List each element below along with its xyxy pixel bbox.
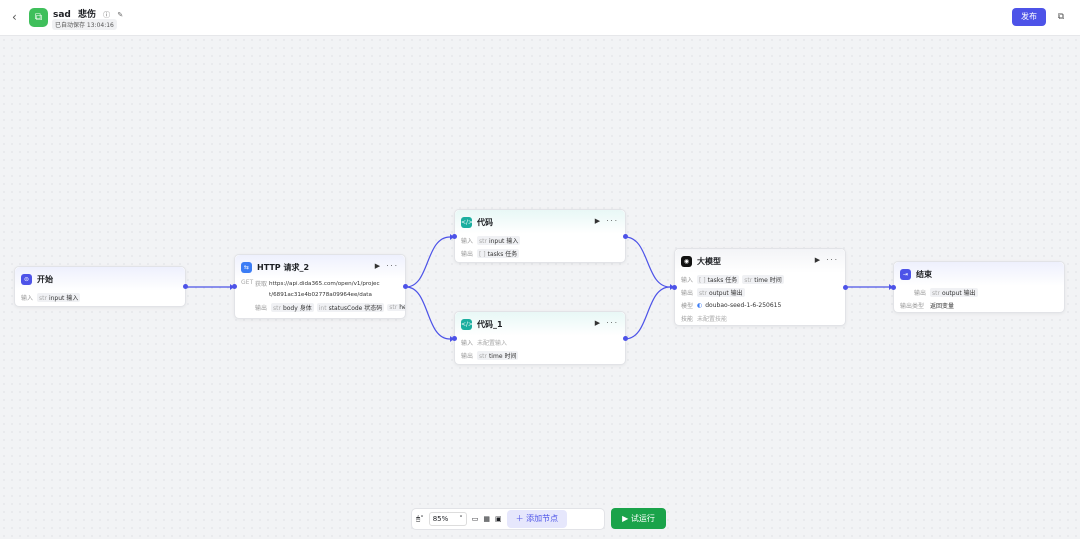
node-title: 大模型 bbox=[697, 256, 721, 266]
comment-icon[interactable]: ▭ bbox=[471, 515, 479, 523]
label: 输出 bbox=[254, 305, 267, 312]
add-node-button[interactable]: ＋ 添加节点 bbox=[506, 510, 568, 528]
var-tag: [ ]tasks 任务 bbox=[477, 249, 520, 258]
play-icon: ▶ bbox=[622, 514, 631, 523]
input-port[interactable] bbox=[891, 284, 896, 290]
output-port[interactable] bbox=[623, 233, 628, 239]
node-title: HTTP 请求_2 bbox=[257, 262, 310, 272]
http-icon: ⇆ bbox=[241, 261, 252, 273]
input-port[interactable] bbox=[452, 335, 457, 341]
node-title: 代码_1 bbox=[477, 319, 503, 329]
copy-icon[interactable]: ⧉ bbox=[1057, 12, 1065, 22]
header: ‹ ⧉ sad 悲伤 ⓘ ✎ 已自动保存 13:04:16 发布 ⧉ bbox=[0, 0, 1080, 36]
label: 输出 bbox=[913, 290, 926, 297]
output-port[interactable] bbox=[623, 335, 628, 341]
plus-icon: ＋ bbox=[515, 514, 527, 523]
zoom-value: 85% bbox=[432, 515, 449, 523]
chevron-down-icon: ˅ bbox=[459, 515, 463, 523]
node-actions[interactable]: ▶ ··· bbox=[374, 262, 399, 270]
output-port[interactable] bbox=[403, 284, 408, 289]
saved-status: 已自动保存 13:04:16 bbox=[52, 19, 117, 30]
app-name: sad bbox=[53, 10, 71, 20]
var-tag: [ ]tasks 任务 bbox=[697, 275, 740, 284]
code-icon: </> bbox=[461, 318, 474, 330]
app-desc: 悲伤 bbox=[78, 10, 97, 20]
info-icon[interactable]: ⓘ bbox=[103, 11, 111, 19]
method: GET bbox=[241, 279, 254, 286]
end-icon: ⇥ bbox=[900, 268, 911, 280]
label: 技能 bbox=[681, 316, 694, 323]
empty-input: 未配置输入 bbox=[477, 340, 508, 347]
bottom-toolbar: 🖱︎˅ 85% ˅ ▭ ▦ ▣ ＋ 添加节点 bbox=[411, 508, 605, 530]
minimap-icon[interactable]: ▣ bbox=[494, 515, 502, 523]
publish-button[interactable]: 发布 bbox=[1012, 8, 1046, 26]
output-port[interactable] bbox=[843, 284, 848, 290]
input-port[interactable] bbox=[452, 233, 457, 239]
skill: 未配置技能 bbox=[697, 316, 728, 323]
output-port[interactable] bbox=[183, 284, 188, 289]
node-title: 结束 bbox=[916, 269, 932, 279]
code-icon: </> bbox=[461, 216, 474, 228]
label: 获取 bbox=[255, 281, 268, 288]
label: 输入 bbox=[461, 238, 474, 245]
node-actions[interactable]: ▶ ··· bbox=[594, 217, 619, 225]
label: 输出 bbox=[461, 353, 474, 360]
layout-grid-icon[interactable]: ▦ bbox=[483, 515, 490, 523]
chevron-left-icon[interactable]: ‹ bbox=[12, 10, 17, 24]
label: 输入 bbox=[681, 277, 694, 284]
app-title: sad 悲伤 ⓘ ✎ bbox=[53, 7, 127, 20]
label: 输出 bbox=[461, 251, 474, 258]
zoom-select[interactable]: 85% ˅ bbox=[428, 512, 467, 526]
app-logo: ⧉ bbox=[29, 8, 48, 27]
node-title: 开始 bbox=[37, 274, 53, 284]
label: 输出 bbox=[681, 290, 694, 297]
mouse-mode-icon[interactable]: 🖱︎˅ bbox=[416, 514, 424, 523]
input-port[interactable] bbox=[672, 284, 677, 290]
label: 输入 bbox=[461, 340, 474, 347]
node-actions[interactable]: ▶ ··· bbox=[594, 319, 619, 327]
output-type: 返回变量 bbox=[930, 303, 955, 310]
edit-icon[interactable]: ✎ bbox=[117, 11, 124, 19]
node-actions[interactable]: ▶ ··· bbox=[814, 256, 839, 264]
label: 输出类型 bbox=[900, 303, 925, 310]
start-icon: ⊜ bbox=[21, 273, 32, 285]
label: 模型 bbox=[681, 303, 694, 310]
label: 输入 bbox=[21, 295, 34, 302]
llm-icon: ◉ bbox=[681, 255, 692, 267]
url: https://api.dida365.com/open/v1/project/… bbox=[269, 281, 380, 298]
test-run-button[interactable]: ▶ 试运行 bbox=[611, 508, 666, 529]
model-name: doubao-seed-1-6-250615 bbox=[705, 302, 782, 309]
doubao-icon: ◐ bbox=[697, 302, 703, 309]
var-tag: strhea bbox=[387, 304, 405, 311]
input-port[interactable] bbox=[232, 284, 237, 289]
node-title: 代码 bbox=[477, 217, 493, 227]
